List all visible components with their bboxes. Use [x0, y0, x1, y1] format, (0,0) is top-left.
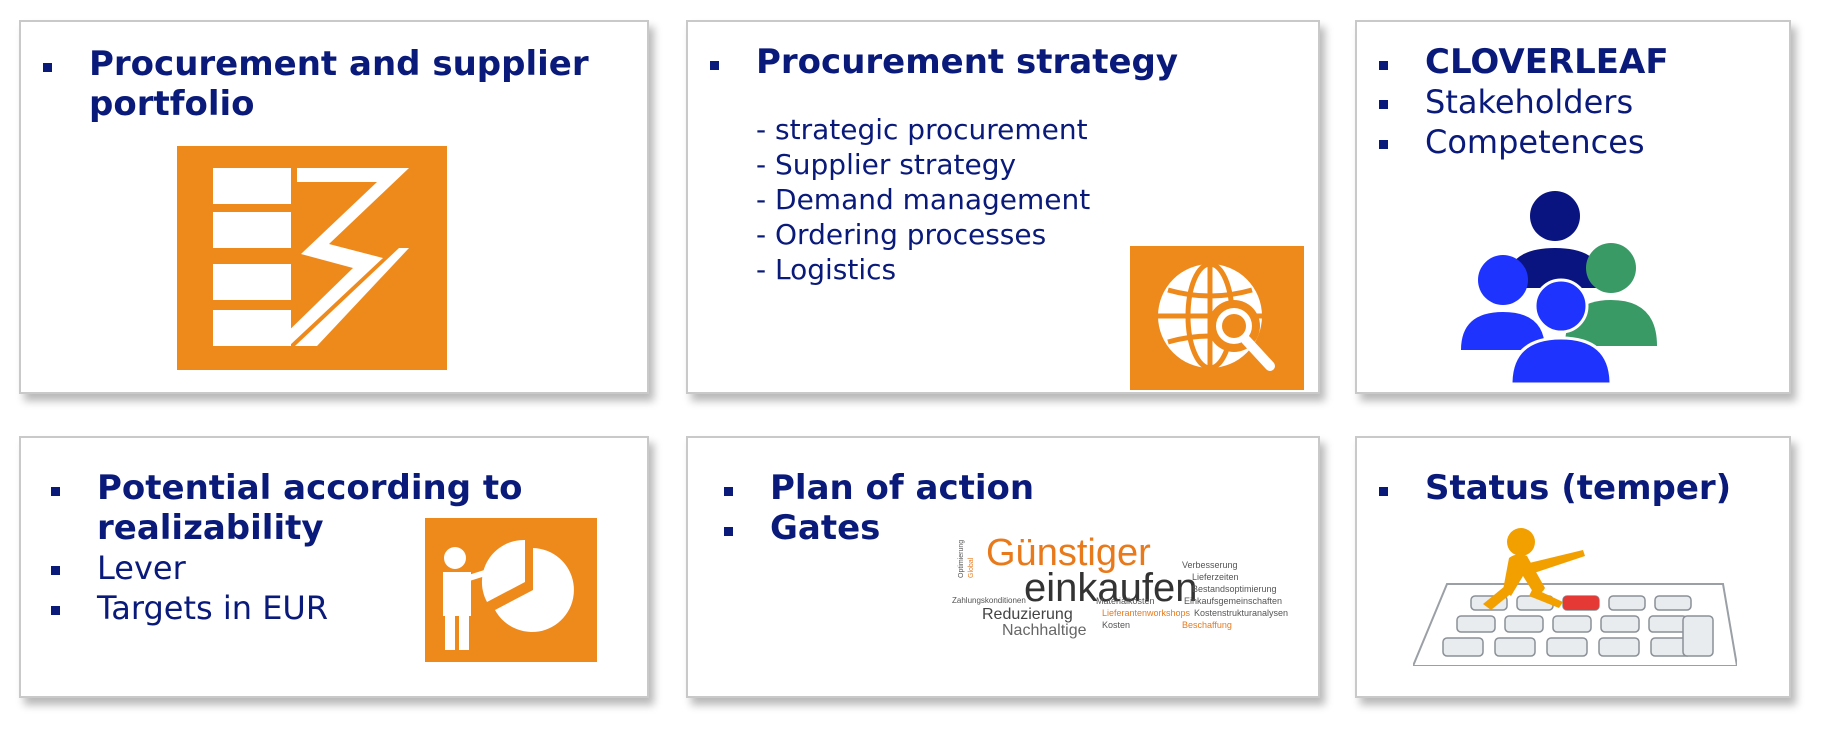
list-item: - Supplier strategy: [756, 148, 1017, 181]
wordcloud-word: Beschaffung: [1182, 620, 1232, 630]
wordcloud-word: Materialkosten: [1096, 596, 1155, 606]
calculator-person-icon: [1411, 526, 1739, 667]
list-item: Plan of action: [724, 468, 1034, 508]
list-item: - strategic procurement: [756, 113, 1088, 146]
bullet: [724, 486, 733, 496]
wordcloud-word: Zahlungskonditionen: [952, 596, 1026, 605]
bullet: [51, 565, 60, 575]
list-item: - Logistics: [756, 253, 897, 286]
portfolio-title: Procurement and supplier portfolio: [43, 44, 649, 124]
wordcloud-word: Kostenstrukturanalysen: [1194, 608, 1289, 618]
wordcloud-image: Günstiger einkaufen Verbesserung Lieferz…: [952, 532, 1302, 664]
potential-title: Potential according to realizability: [51, 468, 531, 548]
list-item: Targets in EUR: [51, 588, 531, 628]
bullet: [51, 605, 60, 615]
bullet: [710, 60, 719, 70]
wordcloud-word: Nachhaltige: [1002, 622, 1087, 639]
card-plan-of-action: Plan of action Gates Günstiger einkaufen…: [686, 436, 1320, 698]
wordcloud-word: einkaufen: [1024, 566, 1198, 610]
status-title: Status (temper): [1379, 468, 1815, 508]
card-procurement-strategy: Procurement strategy - strategic procure…: [686, 20, 1320, 394]
bullet: [43, 62, 52, 72]
card-procurement-portfolio: Procurement and supplier portfolio: [19, 20, 649, 394]
list-item: Competences: [1379, 122, 1669, 162]
bullet: [1379, 99, 1388, 109]
strategy-title: Procurement strategy: [710, 42, 1316, 82]
wordcloud-word: Reduzierung: [982, 606, 1073, 623]
wordcloud-word: Einkaufsgemeinschaften: [1184, 596, 1283, 606]
list-item: Gates: [724, 508, 1034, 548]
bullet: [724, 526, 733, 536]
wordcloud-word: Kosten: [1102, 620, 1131, 630]
people-group-icon: [1461, 188, 1661, 386]
bullet: [1379, 60, 1388, 70]
supplier-funnel-icon: [177, 146, 447, 370]
wordcloud-word: Verbesserung: [1182, 560, 1238, 570]
globe-search-icon: [1130, 246, 1304, 390]
list-item: Lever: [51, 548, 531, 588]
card-cloverleaf: CLOVERLEAF Stakeholders Competences: [1355, 20, 1791, 394]
wordcloud-word: Lieferantenworkshops: [1102, 608, 1191, 618]
strategy-sublist: - strategic procurement - Supplier strat…: [756, 112, 1090, 287]
bullet: [1379, 486, 1388, 496]
presenter-pie-chart-icon: [425, 518, 597, 662]
card-potential: Potential according to realizability Lev…: [19, 436, 649, 698]
list-item: CLOVERLEAF: [1379, 42, 1669, 82]
bullet: [1379, 139, 1388, 149]
wordcloud-word: Günstiger: [986, 532, 1151, 574]
plan-list: Plan of action Gates: [724, 468, 1034, 548]
wordcloud-word: Optimierung: [958, 539, 965, 578]
cloverleaf-list: CLOVERLEAF Stakeholders Competences: [1379, 42, 1669, 162]
list-item: - Ordering processes: [756, 218, 1047, 251]
list-item: Stakeholders: [1379, 82, 1669, 122]
wordcloud-word: Global: [968, 557, 975, 578]
list-item: - Demand management: [756, 183, 1091, 216]
card-status: Status (temper): [1355, 436, 1791, 698]
wordcloud-word: Bestandsoptimierung: [1192, 584, 1277, 594]
wordcloud-word: Lieferzeiten: [1192, 572, 1239, 582]
potential-list: Potential according to realizability Lev…: [51, 468, 531, 628]
bullet: [51, 486, 60, 496]
